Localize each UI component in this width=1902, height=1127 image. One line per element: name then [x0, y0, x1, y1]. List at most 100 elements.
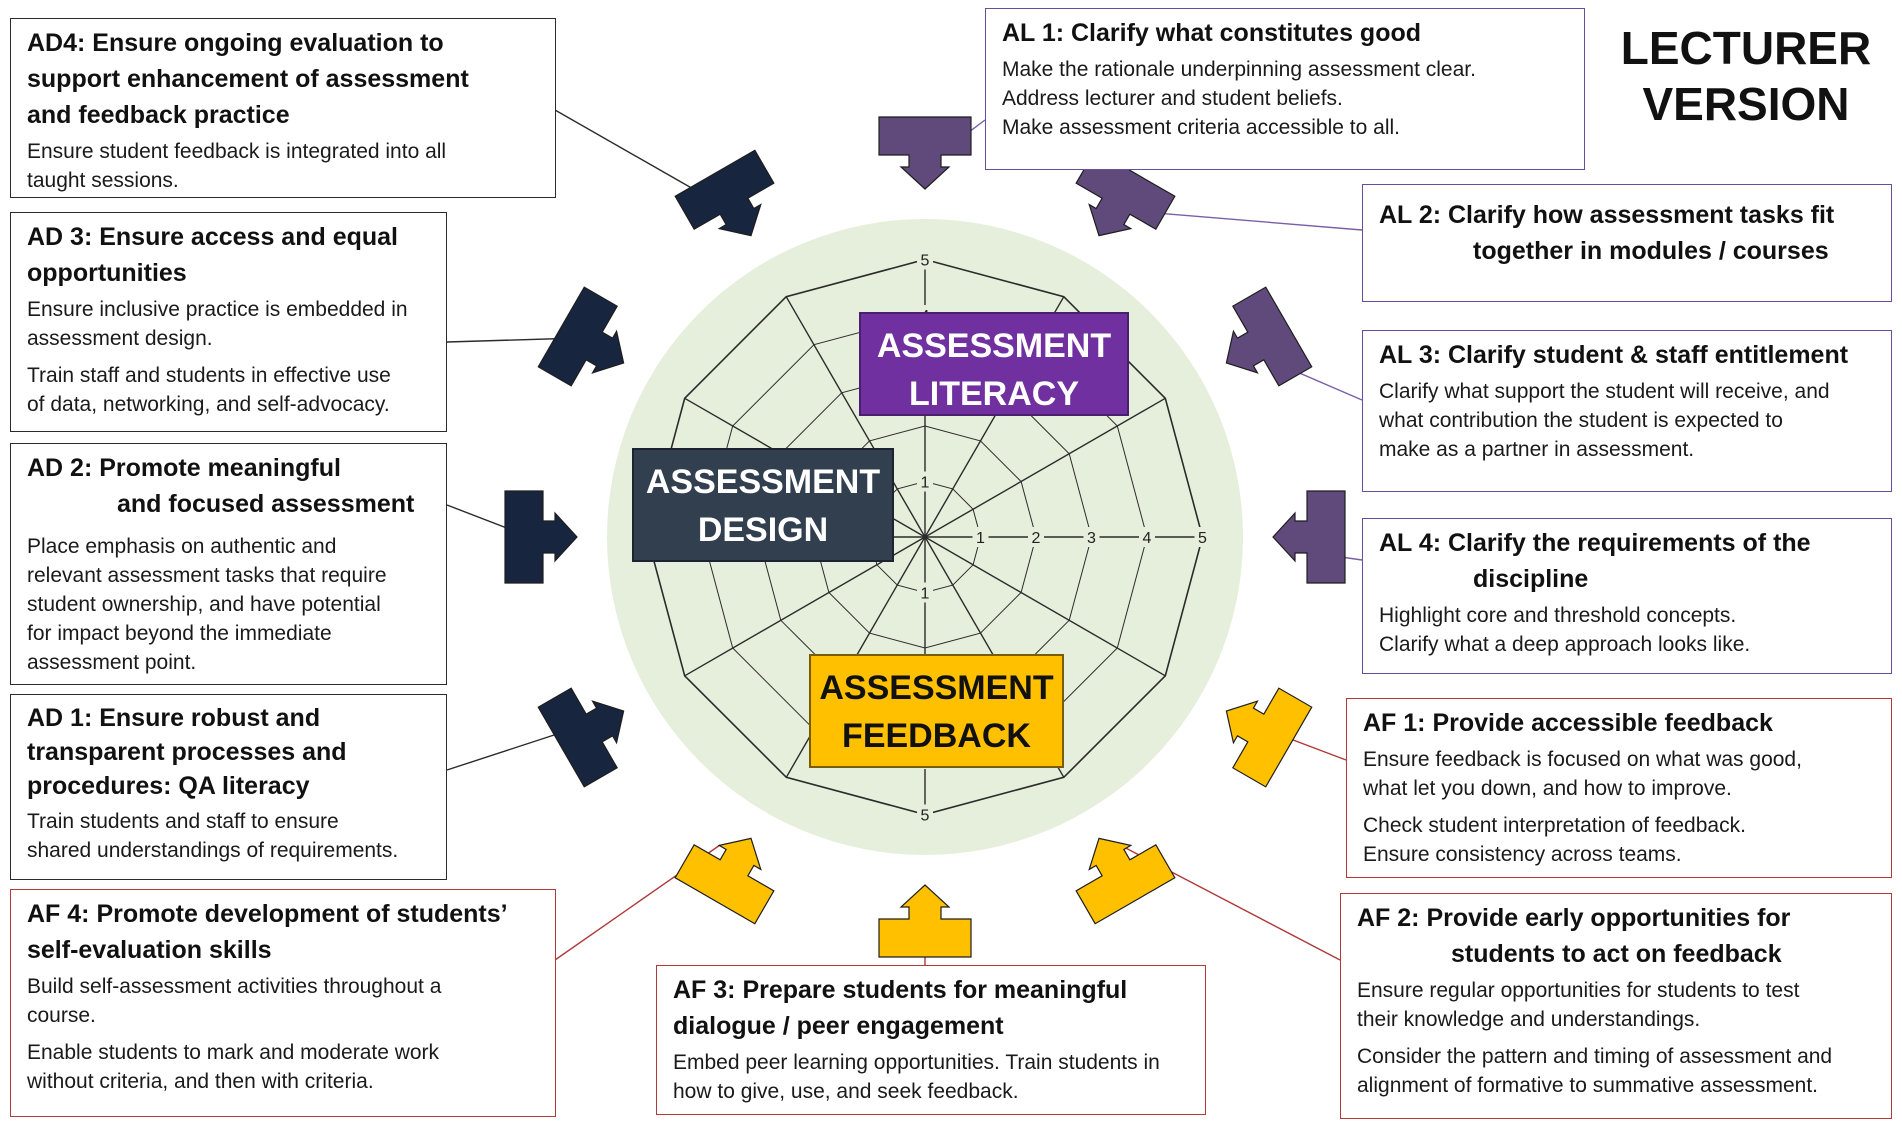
box-ad3-text-1: Ensure inclusive practice is embedded in… [27, 295, 432, 353]
category-assessment-feedback: ASSESSMENT FEEDBACK [809, 654, 1064, 768]
arrow-icons [504, 116, 1346, 958]
box-af3-line: how to give, use, and seek feedback. [673, 1080, 1019, 1103]
radar-tick-right-1: 1 [976, 530, 985, 547]
box-af2-title: AF 2: Provide early opportunities for st… [1357, 900, 1877, 972]
arrow-icon-ad2 [504, 490, 578, 584]
box-ad4-title-1: AD4: Ensure ongoing evaluation to [27, 29, 444, 57]
radar-tick-bg [917, 582, 933, 603]
arrow-icon-al3 [1225, 286, 1313, 387]
box-af1-line: Ensure feedback is focused on what was g… [1363, 748, 1802, 771]
box-ad4-title-3: and feedback practice [27, 101, 290, 129]
radar-tick-right-5: 5 [1198, 530, 1207, 547]
box-af2-line: Ensure regular opportunities for student… [1357, 979, 1800, 1002]
box-ad2-title: AD 2: Promote meaningful and focused ass… [27, 450, 432, 522]
box-ad1-title-2: transparent processes and [27, 738, 347, 766]
radar-spoke [924, 536, 1166, 677]
box-ad1-text-1: Train students and staff to ensure share… [27, 807, 432, 865]
box-ad2-title-1: AD 2: Promote meaningful [27, 454, 341, 482]
radar-tick-right-2: 2 [1032, 530, 1041, 547]
arrow-icon-al4 [1272, 490, 1346, 584]
box-ad3-line: Train staff and students in effective us… [27, 364, 391, 387]
box-af1-line: Check student interpretation of feedback… [1363, 814, 1746, 837]
box-af4-text-2: Enable students to mark and moderate wor… [27, 1038, 541, 1096]
category-assessment-design: ASSESSMENT DESIGN [632, 448, 894, 562]
box-af2-text-1: Ensure regular opportunities for student… [1357, 976, 1877, 1034]
box-ad4-title-2: support enhancement of assessment [27, 65, 469, 93]
box-af3-text-1: Embed peer learning opportunities. Train… [673, 1048, 1191, 1106]
box-af1: AF 1: Provide accessible feedback Ensure… [1346, 698, 1892, 878]
arrow-icon-af1 [1225, 687, 1313, 788]
box-ad3-text-2: Train staff and students in effective us… [27, 361, 432, 419]
box-af4-title-1: AF 4: Promote development of students’ [27, 900, 508, 928]
version-line-1: LECTURER [1620, 22, 1872, 74]
box-ad1-title-3: procedures: QA literacy [27, 772, 310, 800]
box-ad2-line: Place emphasis on authentic and [27, 535, 337, 558]
box-af2-line: alignment of formative to summative asse… [1357, 1074, 1819, 1097]
box-af3-title: AF 3: Prepare students for meaningful di… [673, 972, 1191, 1044]
box-ad3: AD 3: Ensure access and equal opportunit… [10, 212, 447, 432]
arrow-icon-ad1 [537, 687, 625, 788]
arrow-icon-al2 [1075, 149, 1176, 237]
radar-tick-right-4: 4 [1143, 530, 1152, 547]
box-al4-title-2: discipline [1473, 565, 1589, 593]
radar-spoke [924, 397, 1166, 538]
box-ad1: AD 1: Ensure robust and transparent proc… [10, 694, 447, 880]
arrow-icon-af4 [674, 837, 775, 925]
box-al1-line: Make assessment criteria accessible to a… [1002, 116, 1400, 139]
box-al2: AL 2: Clarify how assessment tasks fit t… [1362, 184, 1892, 302]
box-af3-title-1: AF 3: Prepare students for meaningful [673, 976, 1128, 1004]
box-af1-text-2: Check student interpretation of feedback… [1363, 811, 1877, 869]
radar-tick-bottom-1: 1 [921, 586, 930, 603]
box-al3-line: Clarify what support the student will re… [1379, 380, 1830, 403]
box-al4-line: Clarify what a deep approach looks like. [1379, 633, 1751, 656]
box-af4-line: course. [27, 1004, 96, 1027]
radar-tick-bg [917, 804, 933, 825]
box-al1-line: Address lecturer and student beliefs. [1002, 87, 1343, 110]
arrow-icon-af3 [878, 884, 972, 958]
box-af2-title-2: students to act on feedback [1451, 940, 1782, 968]
radar-tick-bg [972, 527, 989, 547]
literacy-line-1: ASSESSMENT [876, 327, 1112, 365]
box-ad2-line: for impact beyond the immediate [27, 622, 332, 645]
feedback-line-2: FEEDBACK [842, 717, 1031, 755]
box-al2-title-1: AL 2: Clarify how assessment tasks fit [1379, 201, 1835, 229]
radar-tick-bg [1194, 527, 1211, 547]
box-ad4-line: Ensure student feedback is integrated in… [27, 140, 447, 163]
design-line-1: ASSESSMENT [645, 463, 881, 501]
box-af4-title: AF 4: Promote development of students’ s… [27, 896, 541, 968]
box-al2-title-2: together in modules / courses [1473, 237, 1829, 265]
radar-tick-bg [1083, 527, 1100, 547]
box-af4-text-1: Build self-assessment activities through… [27, 972, 541, 1030]
box-af4-line: Build self-assessment activities through… [27, 975, 442, 998]
box-af2-line: their knowledge and understandings. [1357, 1008, 1701, 1031]
radar-tick-top-5: 5 [921, 253, 930, 270]
box-ad3-title: AD 3: Ensure access and equal opportunit… [27, 219, 432, 291]
box-ad3-line: Ensure inclusive practice is embedded in [27, 298, 408, 321]
box-al1-title-1: AL 1: Clarify what constitutes good [1002, 19, 1422, 47]
box-ad2-text-1: Place emphasis on authentic and relevant… [27, 532, 432, 677]
box-ad3-title-1: AD 3: Ensure access and equal [27, 223, 398, 251]
box-al2-title: AL 2: Clarify how assessment tasks fit t… [1379, 191, 1877, 269]
box-al4-title: AL 4: Clarify the requirements of the di… [1379, 525, 1877, 597]
radar-spoke [785, 296, 926, 538]
box-ad1-title: AD 1: Ensure robust and transparent proc… [27, 701, 432, 803]
box-af4-title-2: self-evaluation skills [27, 936, 272, 964]
radar-tick-bottom-5: 5 [921, 808, 930, 825]
box-ad1-title-1: AD 1: Ensure robust and [27, 704, 321, 732]
radar-tick-bg [917, 249, 933, 270]
box-al1-title: AL 1: Clarify what constitutes good [1002, 15, 1570, 51]
box-al4: AL 4: Clarify the requirements of the di… [1362, 518, 1892, 674]
arrow-icon-ad4 [674, 149, 775, 237]
box-ad3-line: assessment design. [27, 327, 213, 350]
category-assessment-literacy: ASSESSMENT LITERACY [859, 312, 1129, 416]
box-af2: AF 2: Provide early opportunities for st… [1340, 893, 1892, 1119]
box-ad4-text-1: Ensure student feedback is integrated in… [27, 137, 541, 195]
box-af1-line: Ensure consistency across teams. [1363, 843, 1682, 866]
arrow-icon-af2 [1075, 837, 1176, 925]
box-af4-line: without criteria, and then with criteria… [27, 1070, 374, 1093]
box-al3-title-1: AL 3: Clarify student & staff entitlemen… [1379, 341, 1849, 369]
box-al3-text-1: Clarify what support the student will re… [1379, 377, 1877, 464]
box-ad1-line: Train students and staff to ensure [27, 810, 339, 833]
box-al3-title: AL 3: Clarify student & staff entitlemen… [1379, 337, 1877, 373]
feedback-line-1: ASSESSMENT [819, 669, 1054, 707]
